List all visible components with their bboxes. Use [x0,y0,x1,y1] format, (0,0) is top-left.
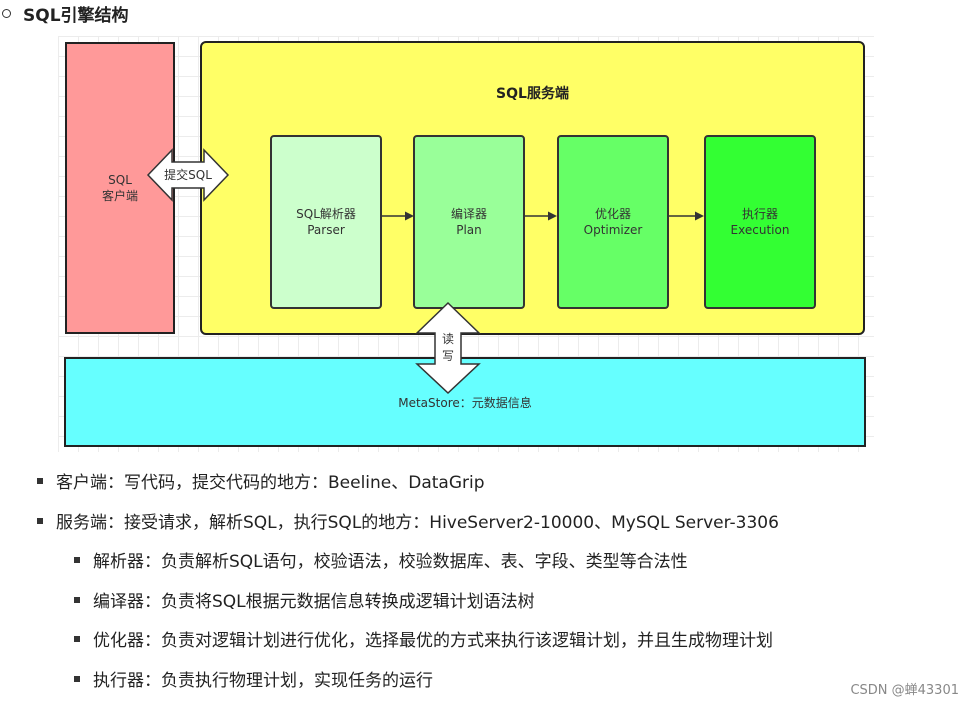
stage-execution: 执行器 Execution [704,135,816,309]
stage-plan-sub: Plan [456,223,482,237]
flow-arrow-parser-plan [382,211,414,221]
flow-arrow-plan-optimizer [525,211,557,221]
list-item: 客户端：写代码，提交代码的地方：Beeline、DataGrip [37,468,485,493]
list-item-text: 编译器：负责将SQL根据元数据信息转换成逻辑计划语法树 [93,592,535,612]
square-bullet-icon [74,635,80,642]
stage-plan: 编译器 Plan [413,135,525,309]
list-item-text: 优化器：负责对逻辑计划进行优化，选择最优的方式来执行该逻辑计划，并且生成物理计划 [93,631,773,651]
flow-arrow-optimizer-execution [669,211,704,221]
sql-engine-diagram: SQL 客户端 SQL服务端 SQL解析器 Parser 编译器 Plan 优化… [58,36,874,452]
list-item: 执行器：负责执行物理计划，实现任务的运行 [74,666,433,691]
stage-optimizer: 优化器 Optimizer [557,135,669,309]
list-item-text: 服务端：接受请求，解析SQL，执行SQL的地方：HiveServer2-1000… [56,513,779,533]
list-item: 编译器：负责将SQL根据元数据信息转换成逻辑计划语法树 [74,587,535,612]
client-label-line1: SQL [108,173,132,187]
list-item: 服务端：接受请求，解析SQL，执行SQL的地方：HiveServer2-1000… [37,508,779,533]
read-label: 读 [442,332,454,346]
read-write-double-arrow [415,301,481,395]
stage-parser-name: SQL解析器 [296,207,356,221]
section-heading: SQL引擎结构 [0,0,129,26]
square-bullet-icon [37,517,43,524]
stage-parser: SQL解析器 Parser [270,135,382,309]
list-item-text: 执行器：负责执行物理计划，实现任务的运行 [93,671,433,691]
circle-bullet-icon [2,8,11,18]
square-bullet-icon [74,675,80,682]
square-bullet-icon [74,596,80,603]
watermark: CSDN @蝉43301 [850,683,959,698]
sql-server-box: SQL服务端 SQL解析器 Parser 编译器 Plan 优化器 Optimi… [200,41,865,335]
stage-parser-sub: Parser [307,223,345,237]
diagram-arrows: 提交SQL 读 写 [146,148,704,395]
list-item-text: 解析器：负责解析SQL语句，校验语法，校验数据库、表、字段、类型等合法性 [93,552,688,572]
sql-client-box: SQL 客户端 [65,42,175,334]
client-label-line2: 客户端 [101,189,138,203]
stage-execution-sub: Execution [730,223,790,237]
submit-double-arrow [146,148,230,202]
server-title: SQL服务端 [496,86,569,102]
submit-label: 提交SQL [164,167,212,182]
section-title: SQL引擎结构 [23,5,129,26]
list-item: 优化器：负责对逻辑计划进行优化，选择最优的方式来执行该逻辑计划，并且生成物理计划 [74,626,773,651]
stage-execution-name: 执行器 [741,207,778,221]
list-item: 解析器：负责解析SQL语句，校验语法，校验数据库、表、字段、类型等合法性 [74,547,688,572]
metastore-label: MetaStore：元数据信息 [398,395,532,410]
stage-optimizer-sub: Optimizer [583,223,643,237]
stage-optimizer-name: 优化器 [594,207,631,221]
write-label: 写 [442,349,454,363]
square-bullet-icon [37,477,43,484]
list-item-text: 客户端：写代码，提交代码的地方：Beeline、DataGrip [56,473,485,493]
stage-plan-name: 编译器 [450,207,487,221]
square-bullet-icon [74,556,80,563]
